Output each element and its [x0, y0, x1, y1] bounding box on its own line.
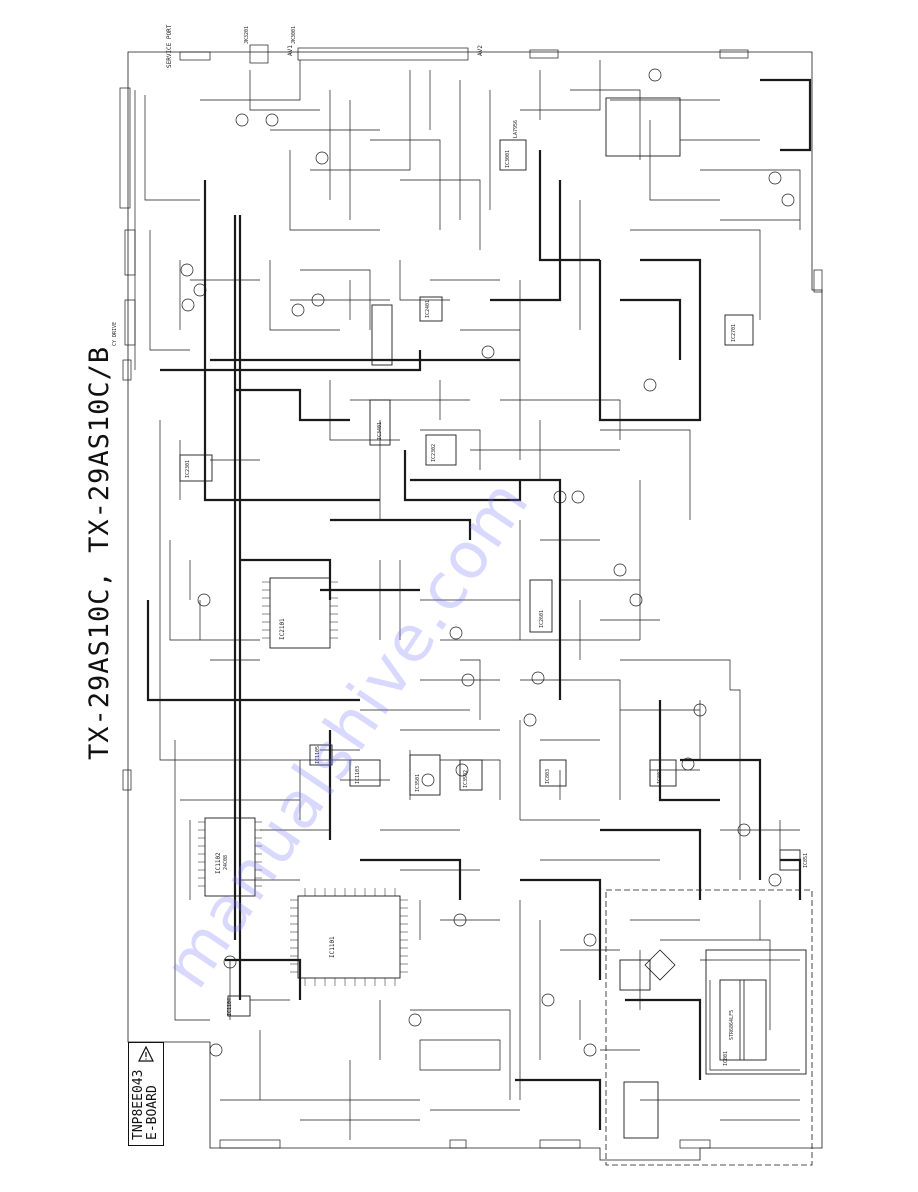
transformer: [739, 980, 745, 1060]
ic3502-label: IC3502: [463, 769, 469, 788]
ic801-label: IC801: [723, 1050, 729, 1066]
service-port-label: SERVICE PORT: [166, 24, 173, 68]
ic1101-label: IC1101: [329, 936, 336, 958]
board-outline: [127, 51, 823, 1161]
cy-drive-label: CY DRIVE: [112, 321, 118, 346]
board-label-box: [128, 1042, 164, 1146]
av1-label: AV1: [287, 45, 294, 56]
bridge-rectifier: [644, 949, 676, 981]
ic1104-label: IC1104: [227, 997, 233, 1016]
board-code: TNP8EE043: [131, 1069, 146, 1140]
connector-strips: [119, 44, 823, 1149]
ic3401-label: IC3401: [377, 421, 383, 440]
schematic-title: TX-29AS10C, TX-29AS10C/B: [84, 345, 115, 760]
ic2302-label: IC2302: [431, 443, 437, 462]
ic801-part: STR6864LF5: [729, 1009, 735, 1040]
power-section-outline: [605, 889, 813, 1166]
ic2701-label: IC2701: [731, 323, 737, 342]
ic803-label: IC803: [545, 768, 551, 784]
ic-pins: [198, 581, 408, 986]
ic-boxes: [179, 97, 807, 1139]
ic2401-label: IC2401: [425, 299, 431, 318]
board-label: TNP8EE043 E-BOARD: [131, 1069, 160, 1140]
ic3001-label: IC3001: [505, 149, 511, 168]
warning-triangle-icon: [138, 1046, 154, 1062]
ic851-label: IC851: [803, 852, 809, 868]
jk3201-label: JK3201: [244, 25, 250, 44]
jk3001-label: JK3001: [291, 25, 297, 44]
ic2301-label: IC2301: [185, 459, 191, 478]
ic2601-label: IC2601: [539, 609, 545, 628]
board-name: E-BOARD: [145, 1085, 160, 1140]
ic2101-label: IC2101: [279, 618, 286, 640]
ic3001-part: LA7956: [513, 119, 519, 138]
ic3501-label: IC3501: [415, 773, 421, 792]
ic802-label: IC802: [657, 768, 663, 784]
transistor-symbols: [180, 68, 795, 1057]
av2-label: AV2: [477, 45, 484, 56]
